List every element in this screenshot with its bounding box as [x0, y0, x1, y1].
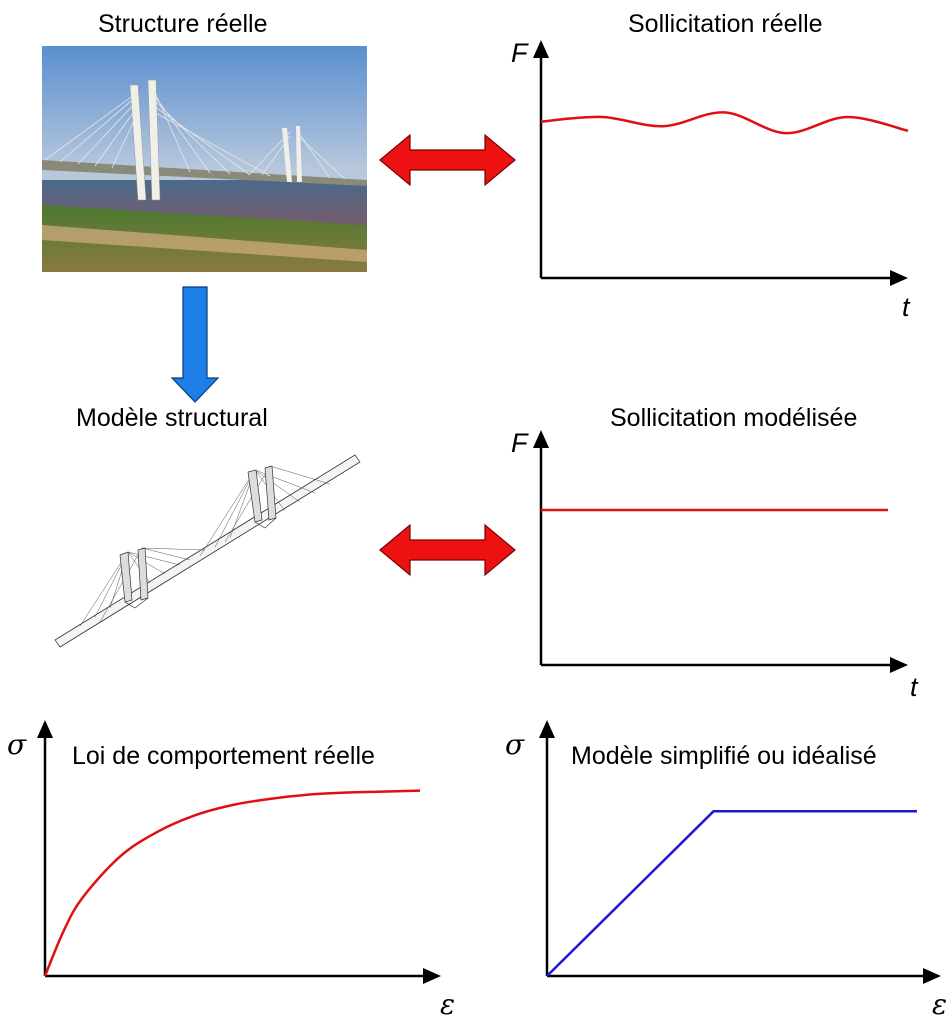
double-arrow-middle — [379, 523, 516, 577]
axes-sollicitation-modelisee — [533, 430, 908, 673]
axis-label-sigma-right: σ — [505, 728, 525, 761]
axis-label-epsilon-right: ε — [932, 988, 948, 1021]
axes-sollicitation-reelle — [533, 40, 908, 286]
curve-loi-reelle — [43, 789, 421, 977]
title-structure-reelle: Structure réelle — [98, 10, 268, 38]
axis-label-f-top: F — [511, 38, 528, 68]
axis-label-t-top: t — [902, 292, 910, 322]
bridge-photo — [42, 46, 367, 272]
axis-label-f-mid: F — [511, 428, 528, 458]
axis-label-t-mid: t — [910, 672, 918, 702]
curve-modele-simplifie — [546, 810, 917, 977]
axis-label-sigma-left: σ — [7, 728, 27, 761]
axes-loi-reelle — [37, 720, 441, 984]
down-arrow — [170, 286, 220, 403]
curve-sollicitation-reelle — [540, 111, 909, 135]
structural-model — [54, 454, 361, 648]
title-modele-structural: Modèle structural — [76, 404, 268, 432]
title-loi-reelle: Loi de comportement réelle — [72, 742, 375, 770]
title-sollicitation-modelisee: Sollicitation modélisée — [610, 404, 858, 432]
title-sollicitation-reelle: Sollicitation réelle — [628, 10, 823, 38]
title-modele-simplifie: Modèle simplifié ou idéalisé — [571, 742, 877, 770]
axes-modele-simplifie — [539, 720, 941, 984]
double-arrow-top — [379, 133, 516, 187]
axis-label-epsilon-left: ε — [440, 988, 456, 1021]
